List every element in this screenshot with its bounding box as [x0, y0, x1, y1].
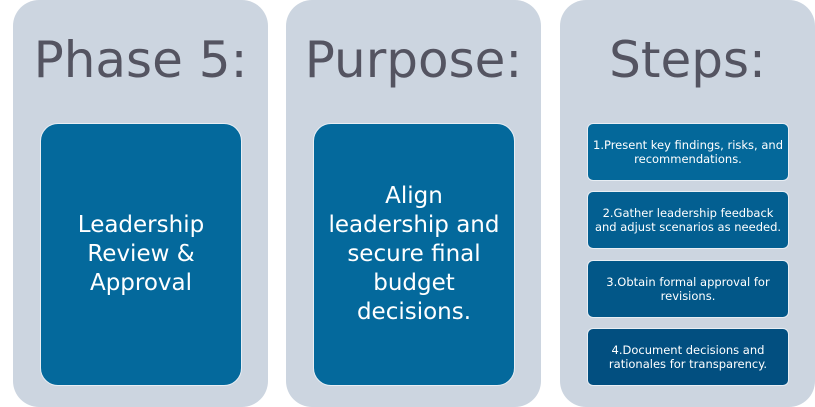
- purpose-title: Purpose:: [304, 31, 523, 89]
- step-text: 3.Obtain formal approval for revisions.: [606, 275, 770, 303]
- purpose-box: Align leadership and secure final budget…: [313, 123, 515, 386]
- purpose-text: Align leadership and secure final budget…: [328, 183, 500, 325]
- step-1: 1.Present key findings, risks, and recom…: [587, 123, 789, 181]
- steps-panel: Steps: 1.Present key findings, risks, an…: [560, 0, 815, 407]
- phase-box: Leadership Review & Approval: [40, 123, 242, 386]
- steps-title: Steps:: [609, 31, 766, 89]
- phase-panel: Phase 5: Leadership Review & Approval: [13, 0, 268, 407]
- step-4: 4.Document decisions and rationales for …: [587, 328, 789, 386]
- purpose-panel: Purpose: Align leadership and secure fin…: [286, 0, 541, 407]
- step-text: 4.Document decisions and rationales for …: [608, 343, 768, 371]
- phase-title: Phase 5:: [33, 31, 248, 89]
- step-text: 2.Gather leadership feedback and adjust …: [594, 206, 782, 234]
- step-2: 2.Gather leadership feedback and adjust …: [587, 191, 789, 249]
- step-text: 1.Present key findings, risks, and recom…: [593, 138, 783, 166]
- step-3: 3.Obtain formal approval for revisions.: [587, 260, 789, 318]
- phase-text: Leadership Review & Approval: [77, 212, 205, 296]
